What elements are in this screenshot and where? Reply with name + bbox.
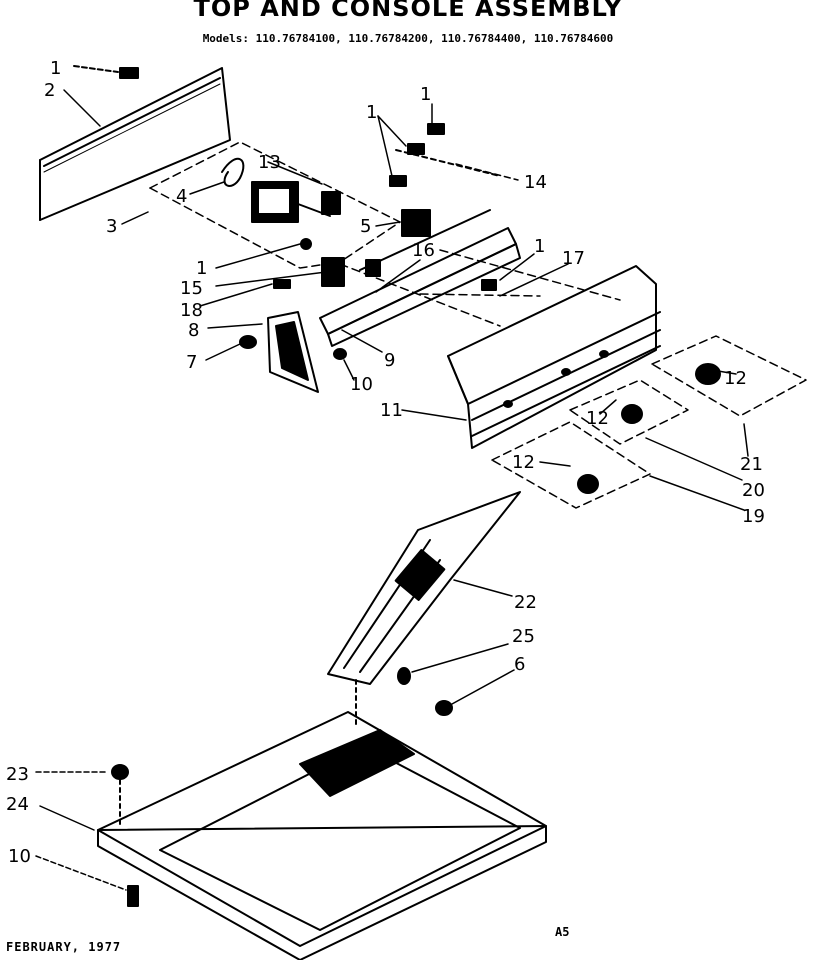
part-knob-bracket	[267, 311, 319, 393]
part-console	[447, 265, 661, 449]
footer-code: A5	[555, 925, 570, 939]
part-bottom-fasteners	[111, 764, 139, 907]
part-knob-group-21	[651, 335, 807, 417]
part-screw-1a	[73, 65, 139, 79]
diagram-title: TOP AND CONSOLE ASSEMBLY	[193, 0, 623, 22]
part-timer-motor	[251, 181, 341, 223]
callout-18: 18	[180, 300, 203, 321]
callout-6: 6	[514, 654, 525, 675]
part-knob-group-20	[569, 379, 689, 445]
callout-1c: 1	[420, 84, 431, 105]
callout-14: 14	[524, 172, 547, 193]
model-numbers: Models: 110.76784100, 110.76784200, 110.…	[202, 32, 614, 45]
callout-1b: 1	[366, 102, 377, 123]
callout-3: 3	[106, 216, 117, 237]
callout-23: 23	[6, 764, 29, 785]
callout-labels: 1 2 3 4 13 1 1 14 5 16 1 17 1 15 18 8 7 …	[6, 58, 765, 867]
callout-25: 25	[512, 626, 535, 647]
callout-13: 13	[258, 152, 281, 173]
callout-16: 16	[412, 240, 435, 261]
callout-12a: 12	[724, 368, 747, 389]
leader-lines	[35, 89, 749, 891]
part-knob-group-19	[491, 421, 651, 509]
callout-1d: 1	[534, 236, 545, 257]
part-wire-clip	[221, 157, 245, 187]
part-top	[97, 711, 547, 960]
callout-7: 7	[186, 352, 197, 373]
callout-21: 21	[740, 454, 763, 475]
callout-9: 9	[384, 350, 395, 371]
part-control-panel	[327, 491, 521, 685]
callout-17: 17	[562, 248, 585, 269]
callout-22: 22	[514, 592, 537, 613]
callout-1: 1	[50, 58, 61, 79]
callout-20: 20	[742, 480, 765, 501]
callout-12b: 12	[586, 408, 609, 429]
callout-12c: 12	[512, 452, 535, 473]
callout-1e: 1	[196, 258, 207, 279]
callout-10b: 10	[8, 846, 31, 867]
callout-11: 11	[380, 400, 403, 421]
part-fasteners-25-6	[355, 667, 453, 727]
part-screws-14	[389, 123, 501, 187]
footer-date: FEBRUARY, 1977	[6, 940, 122, 954]
callout-5: 5	[360, 216, 371, 237]
assembly-lines	[339, 249, 621, 327]
callout-10: 10	[350, 374, 373, 395]
part-rear-panel	[39, 67, 231, 221]
callout-8: 8	[188, 320, 199, 341]
callout-2: 2	[44, 80, 55, 101]
callout-15: 15	[180, 278, 203, 299]
callout-4: 4	[176, 186, 187, 207]
part-switch	[401, 209, 431, 237]
callout-19: 19	[742, 506, 765, 527]
callout-24: 24	[6, 794, 29, 815]
part-bracket-rail	[319, 209, 521, 347]
part-small-fasteners	[239, 238, 497, 360]
